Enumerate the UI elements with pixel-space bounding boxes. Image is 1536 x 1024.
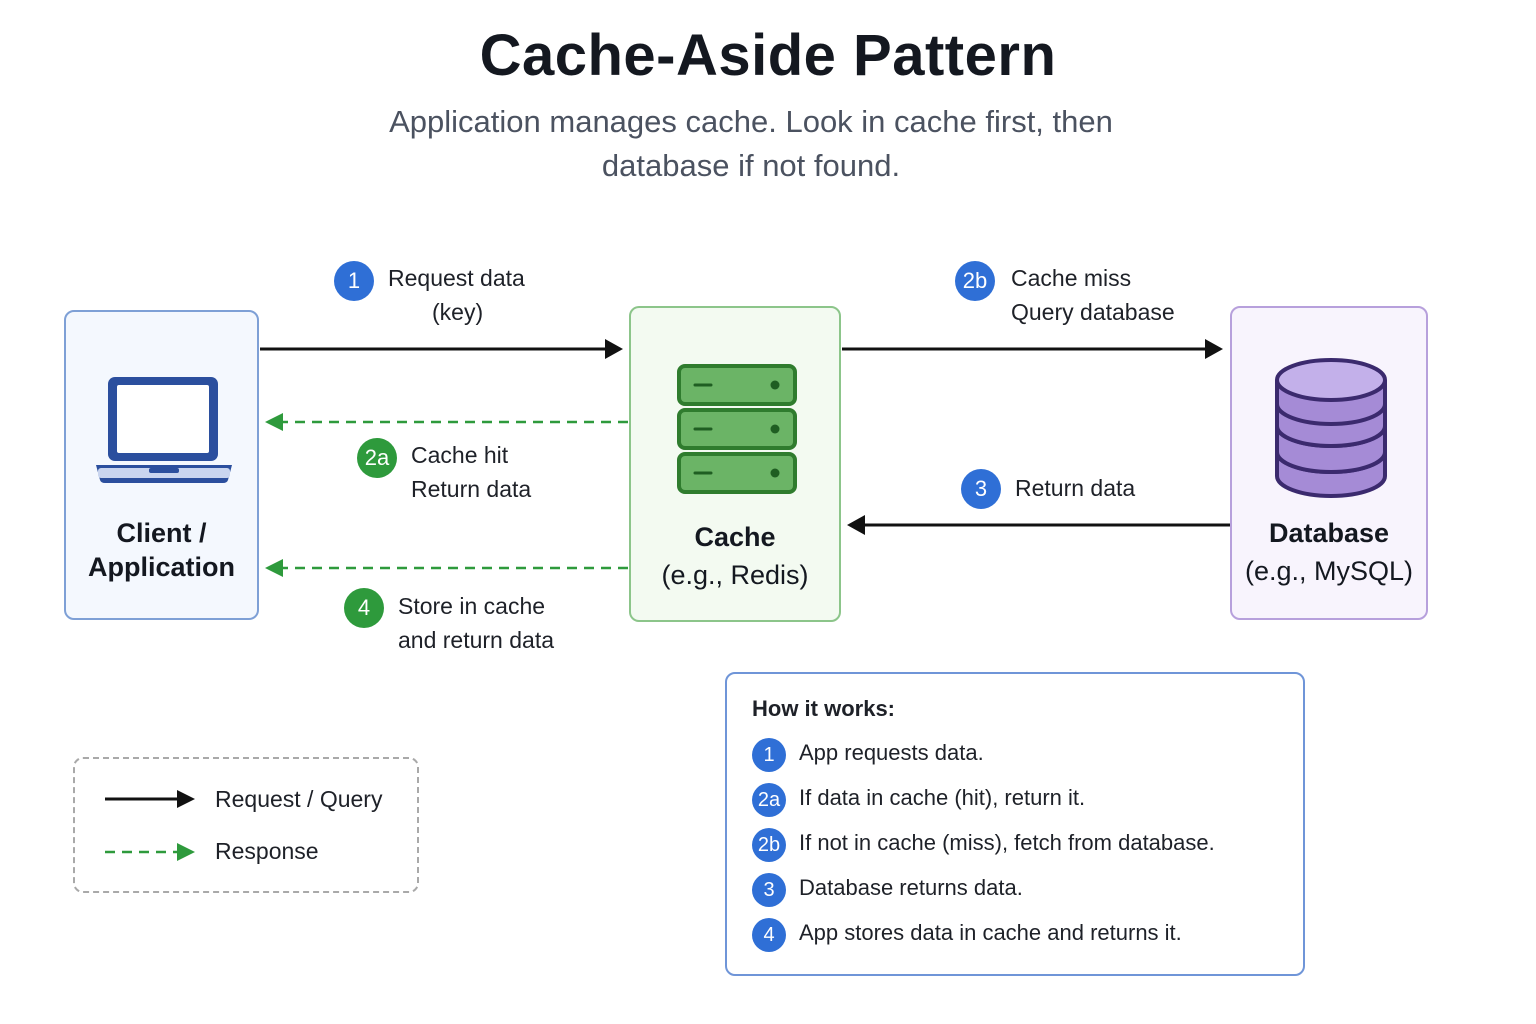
- client-node: Client / Application: [64, 310, 259, 620]
- step-2a-label: Cache hit Return data: [411, 442, 532, 502]
- legend-response-label: Response: [215, 838, 319, 864]
- page-title: Cache-Aside Pattern: [479, 23, 1057, 88]
- cache-node: Cache (e.g., Redis): [629, 306, 841, 622]
- legend-request-swatch: [105, 790, 195, 808]
- cache-label: Cache (e.g., Redis): [661, 522, 809, 590]
- how-item-text: App requests data.: [799, 740, 984, 765]
- how-item-text: If not in cache (miss), fetch from datab…: [799, 830, 1215, 855]
- how-item-badge: 2b: [752, 828, 786, 862]
- how-item-text: App stores data in cache and returns it.: [799, 920, 1182, 945]
- laptop-icon: [96, 377, 232, 483]
- page-subtitle: Application manages cache. Look in cache…: [389, 104, 1113, 183]
- how-it-works-panel: How it works: 1 App requests data. 2a If…: [725, 672, 1305, 976]
- how-item-text: If data in cache (hit), return it.: [799, 785, 1086, 810]
- step-4-label: Store in cache and return data: [398, 593, 555, 653]
- step-4-badge: 4: [344, 588, 384, 628]
- arrow-query-cache-to-database: [842, 339, 1223, 359]
- step-3-label: Return data: [1015, 475, 1136, 501]
- legend-response-swatch: [105, 843, 195, 861]
- step-2b-label: Cache miss Query database: [1011, 265, 1175, 325]
- database-label: Database (e.g., MySQL): [1244, 518, 1414, 586]
- client-label: Client / Application: [88, 518, 235, 582]
- legend-swatches: [105, 790, 195, 861]
- how-item-text: Database returns data.: [799, 875, 1023, 900]
- legend-request-label: Request / Query: [215, 786, 383, 812]
- arrow-response-cache-hit: [265, 413, 628, 431]
- database-icon: [1275, 358, 1387, 498]
- how-item-badge: 3: [752, 873, 786, 907]
- step-1-badge: 1: [334, 261, 374, 301]
- legend: Request / Query Response: [73, 757, 419, 893]
- arrow-response-store-and-return: [265, 559, 628, 577]
- step-2a-badge: 2a: [357, 438, 397, 478]
- server-stack-icon: [677, 364, 797, 494]
- step-1-label: Request data (key): [388, 265, 525, 325]
- database-node: Database (e.g., MySQL): [1230, 306, 1428, 620]
- how-item-badge: 2a: [752, 783, 786, 817]
- how-item-badge: 4: [752, 918, 786, 952]
- step-3-badge: 3: [961, 469, 1001, 509]
- how-item-badge: 1: [752, 738, 786, 772]
- arrow-request-client-to-cache: [260, 339, 623, 359]
- how-it-works-title: How it works:: [752, 696, 896, 721]
- step-2b-badge: 2b: [955, 261, 995, 301]
- arrow-return-database-to-cache: [847, 515, 1230, 535]
